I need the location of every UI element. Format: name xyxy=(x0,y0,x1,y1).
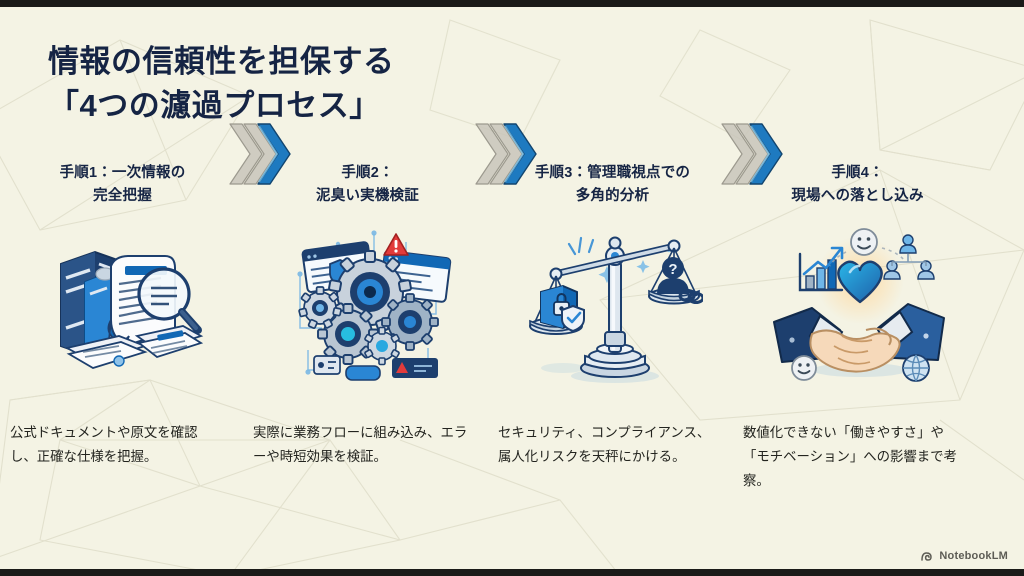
balance-scale-icon: ? xyxy=(523,218,703,398)
warning-triangle xyxy=(382,233,409,256)
step-4-caption: 数値化できない「働きやすさ」や「モチベーション」への影響まで考察。 xyxy=(743,425,957,488)
double-chevron-right-icon-3 xyxy=(720,118,794,190)
notebooklm-logo-icon xyxy=(921,551,934,562)
process-step-4: 手順4： 現場への落とし込み xyxy=(735,162,980,522)
double-chevron-right-icon-1 xyxy=(228,118,302,190)
step-3-caption: セキュリティ、コンプライアンス、属人化リスクを天秤にかける。 xyxy=(498,425,711,464)
process-steps-row: 手順1：一次情報の 完全把握 xyxy=(0,162,1024,522)
step-1-heading: 手順1：一次情報の 完全把握 xyxy=(59,165,186,204)
gears-browser-windows-icon xyxy=(278,218,458,398)
process-step-3: 手順3：管理職視点での 多角的分析 xyxy=(490,162,735,522)
step-1-caption: 公式ドキュメントや原文を確認し、正確な仕様を把握。 xyxy=(10,425,198,464)
page-title: 情報の信頼性を担保する 「4つの濾過プロセス」 xyxy=(48,44,395,124)
process-step-1: 手順1：一次情報の 完全把握 xyxy=(0,162,245,522)
step-2-caption: 実際に業務フローに組み込み、エラーや時短効果を検証。 xyxy=(253,425,468,464)
step-2-heading: 手順2： 泥臭い実機検証 xyxy=(316,165,419,204)
handshake-heart-icon xyxy=(768,218,948,398)
process-step-2: 手順2： 泥臭い実機検証 xyxy=(245,162,490,522)
double-chevron-right-icon-2 xyxy=(474,118,548,190)
notebooklm-watermark: NotebookLM xyxy=(921,550,1008,562)
watermark-label: NotebookLM xyxy=(939,550,1008,562)
letterbox-top xyxy=(0,0,1024,7)
svg-text:?: ? xyxy=(668,261,677,278)
letterbox-bottom xyxy=(0,569,1024,576)
books-document-magnifier-icon xyxy=(33,218,213,398)
